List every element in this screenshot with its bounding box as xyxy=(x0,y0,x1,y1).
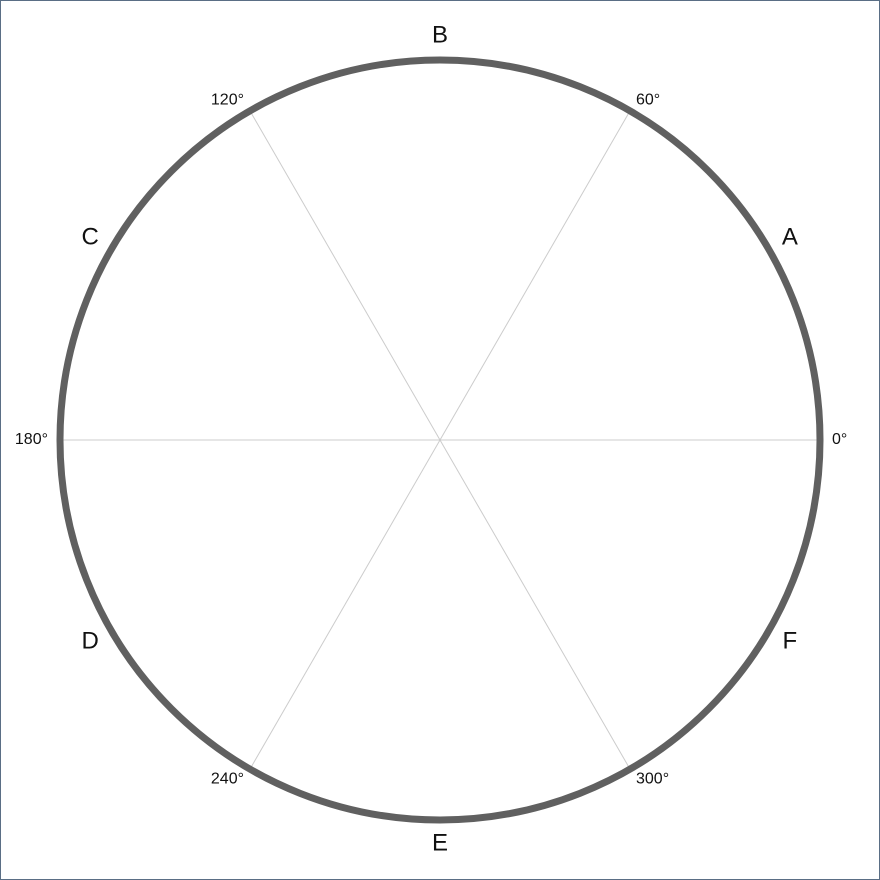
sector-label-e: E xyxy=(432,829,448,856)
sector-label-d: D xyxy=(81,627,98,654)
outer-ring xyxy=(56,56,824,824)
spoke-line-60 xyxy=(439,110,631,441)
angle-label-0: 0° xyxy=(832,431,847,448)
sector-label-c: C xyxy=(81,223,98,250)
angle-label-300: 300° xyxy=(636,771,669,788)
spoke-line-240 xyxy=(249,439,441,770)
angle-label-240: 240° xyxy=(211,771,244,788)
spoke-lines xyxy=(60,110,820,770)
sector-label-b: B xyxy=(432,21,448,48)
spoke-line-300 xyxy=(439,439,631,770)
sector-labels: A B C D E F xyxy=(81,21,797,856)
angle-label-60: 60° xyxy=(636,92,660,109)
sector-label-f: F xyxy=(783,627,798,654)
sector-label-a: A xyxy=(782,223,798,250)
angle-label-120: 120° xyxy=(211,92,244,109)
angle-label-180: 180° xyxy=(15,431,48,448)
spoke-line-120 xyxy=(249,110,441,441)
angle-labels: 0° 60° 120° 180° 240° 300° xyxy=(15,92,847,788)
